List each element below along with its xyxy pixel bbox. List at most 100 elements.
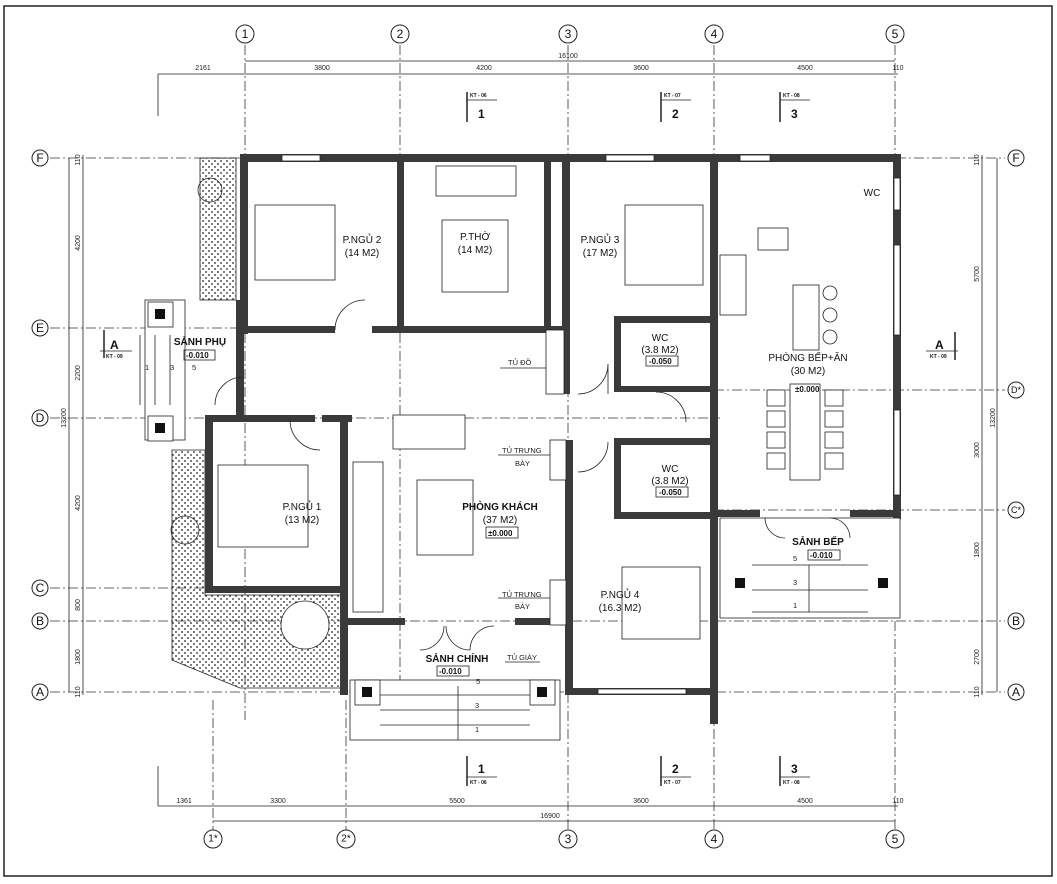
svg-text:SẢNH CHÍNH: SẢNH CHÍNH xyxy=(426,652,489,665)
room-bed3: P.NGỦ 3 (17 M2) xyxy=(581,233,620,259)
svg-text:±0.000: ±0.000 xyxy=(795,385,820,394)
svg-text:4500: 4500 xyxy=(797,798,813,805)
grid-label: 3 xyxy=(565,27,572,41)
garden-planter-top xyxy=(199,157,237,301)
svg-text:4200: 4200 xyxy=(75,235,82,251)
dimensions-bottom: 1361 3300 5500 3600 4500 110 16900 xyxy=(157,766,904,822)
svg-text:4500: 4500 xyxy=(797,65,813,72)
room-kitchen: PHÒNG BẾP+ĂN(30 M2) ±0.000 xyxy=(768,351,847,394)
grid-label: 4 xyxy=(711,832,718,846)
svg-text:5700: 5700 xyxy=(974,266,981,282)
svg-text:1800: 1800 xyxy=(75,649,82,665)
grid-label: A xyxy=(1012,685,1020,699)
room-bed4: P.NGỦ 4 (16.3 M2) xyxy=(599,588,642,614)
dimensions-left: 13200 110 4200 2200 4200 800 1800 110 xyxy=(61,154,84,698)
svg-text:TỦ GIÀY: TỦ GIÀY xyxy=(507,653,537,662)
svg-text:-0.010: -0.010 xyxy=(810,551,833,560)
plant-icon xyxy=(170,515,200,545)
svg-text:3: 3 xyxy=(791,107,798,121)
grid-label: 2* xyxy=(341,834,351,845)
svg-text:1: 1 xyxy=(475,725,479,734)
svg-text:KT - 09: KT - 09 xyxy=(106,354,123,360)
room-wc1: WC(3.8 M2) -0.050 xyxy=(641,333,679,367)
svg-text:3: 3 xyxy=(170,363,174,372)
windows xyxy=(281,154,901,695)
grid-label: E xyxy=(36,321,44,335)
svg-text:SẢNH BẾP: SẢNH BẾP xyxy=(792,535,844,548)
room-kitchen-lobby: SẢNH BẾP -0.010 xyxy=(792,535,844,561)
sofa-icon xyxy=(352,461,384,613)
svg-text:(14 M2): (14 M2) xyxy=(458,245,492,256)
svg-text:(13 M2): (13 M2) xyxy=(285,515,319,526)
room-side-lobby: SẢNH PHỤ -0.010 xyxy=(174,335,226,361)
section-marks-top: KT - 061 KT - 072 KT - 083 xyxy=(466,92,810,122)
svg-text:800: 800 xyxy=(75,599,82,611)
stove-icon xyxy=(757,227,789,251)
kitchen-island-icon xyxy=(792,284,820,351)
svg-text:3: 3 xyxy=(793,578,797,587)
room-wc-top: WC xyxy=(864,188,881,199)
grid-bubbles-top: 1 2 3 4 5 xyxy=(235,24,905,44)
svg-text:5500: 5500 xyxy=(449,798,465,805)
bed-icon xyxy=(254,204,336,281)
svg-text:13200: 13200 xyxy=(61,408,68,428)
furniture xyxy=(217,165,844,640)
svg-text:1361: 1361 xyxy=(176,798,192,805)
svg-text:TỦ TRƯNG: TỦ TRƯNG xyxy=(502,590,542,599)
grid-label: 1 xyxy=(242,27,249,41)
svg-text:(16.3 M2): (16.3 M2) xyxy=(599,603,642,614)
svg-text:110: 110 xyxy=(974,686,981,697)
svg-text:WC: WC xyxy=(652,333,669,344)
svg-text:KT - 08: KT - 08 xyxy=(783,93,800,99)
grid-label: 5 xyxy=(892,832,899,846)
svg-text:(30 M2): (30 M2) xyxy=(791,366,825,377)
grid-bubbles-bottom: 1* 2* 3 4 5 xyxy=(203,829,905,849)
room-main-lobby: SẢNH CHÍNH -0.010 xyxy=(426,652,489,677)
grid-label: 3 xyxy=(565,832,572,846)
svg-text:(14 M2): (14 M2) xyxy=(345,248,379,259)
grid-bubbles-right: F D* C* B A xyxy=(1007,149,1025,701)
bed-icon xyxy=(217,464,309,548)
display-cabinet-icon xyxy=(549,579,567,626)
display-cabinet-icon xyxy=(549,439,567,481)
svg-text:1: 1 xyxy=(793,601,797,610)
section-a-right: AKT - 09 xyxy=(926,332,958,360)
room-bed1: P.NGỦ 1 (13 M2) xyxy=(283,500,322,526)
svg-text:P.NGỦ 3: P.NGỦ 3 xyxy=(581,233,620,246)
grid-label: F xyxy=(36,151,43,165)
svg-text:-0.010: -0.010 xyxy=(439,667,462,676)
svg-text:BÀY: BÀY xyxy=(515,602,530,611)
svg-text:13200: 13200 xyxy=(990,408,997,428)
svg-text:2700: 2700 xyxy=(974,649,981,665)
svg-text:-0.050: -0.050 xyxy=(659,488,682,497)
svg-text:3: 3 xyxy=(475,701,479,710)
svg-text:KT - 06: KT - 06 xyxy=(470,93,487,99)
grid-label: D xyxy=(36,411,45,425)
svg-text:TỦ ĐỒ: TỦ ĐỒ xyxy=(508,357,531,367)
svg-text:-0.010: -0.010 xyxy=(186,351,209,360)
room-worship: P.THỜ(14 M2) xyxy=(458,230,492,256)
svg-text:P.NGỦ 1: P.NGỦ 1 xyxy=(283,500,322,513)
dimensions-top: 16100 2161 3800 4200 3600 4500 110 xyxy=(157,53,904,116)
svg-text:P.NGỦ 4: P.NGỦ 4 xyxy=(601,588,640,601)
counter-icon xyxy=(719,254,747,316)
svg-text:5: 5 xyxy=(192,363,196,372)
svg-text:3800: 3800 xyxy=(314,65,330,72)
svg-text:5: 5 xyxy=(476,677,480,686)
wardrobe-icon xyxy=(545,329,565,395)
svg-text:KT - 06: KT - 06 xyxy=(470,780,487,786)
plant-icon xyxy=(197,177,223,203)
svg-text:110: 110 xyxy=(75,686,82,697)
grid-label: B xyxy=(1012,614,1020,628)
svg-text:(17 M2): (17 M2) xyxy=(583,248,617,259)
svg-text:3: 3 xyxy=(791,762,798,776)
svg-text:WC: WC xyxy=(662,464,679,475)
altar-table-icon xyxy=(441,219,509,293)
coffee-table-icon xyxy=(416,479,474,556)
svg-text:1: 1 xyxy=(478,762,485,776)
svg-text:110: 110 xyxy=(892,65,903,72)
grid-label: 1* xyxy=(208,834,218,845)
